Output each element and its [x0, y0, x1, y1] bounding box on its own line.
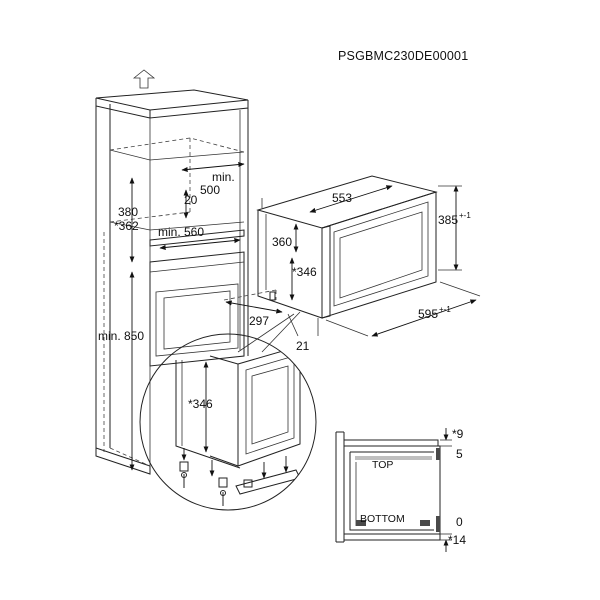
detail-circle [139, 333, 317, 511]
screw-icon [181, 472, 187, 488]
microwave-dimensions [225, 185, 481, 337]
label-9: *9 [452, 427, 464, 441]
label-595: 595 [418, 307, 438, 321]
foot-icon [218, 477, 228, 488]
label-346-detail: *346 [188, 397, 213, 411]
label-min850: min. 850 [98, 329, 144, 343]
cabinet-dimensions [129, 162, 245, 471]
up-arrow-icon [132, 69, 156, 89]
label-0: 0 [456, 515, 463, 529]
label-380: 380 [118, 205, 138, 219]
label-297: 297 [249, 314, 269, 328]
label-bottom: BOTTOM [360, 513, 405, 525]
label-21: 21 [296, 339, 310, 353]
label-14: *14 [448, 533, 466, 547]
foot-icon [179, 461, 189, 472]
label-20: 20 [184, 193, 198, 207]
label-595-tol: +-1 [439, 305, 451, 314]
label-min560: min. 560 [158, 225, 204, 239]
detail-leader [261, 311, 301, 353]
label-top: TOP [372, 459, 393, 471]
label-553: 553 [332, 191, 352, 205]
label-385-tol: +-1 [459, 211, 471, 220]
label-360: 360 [272, 235, 292, 249]
label-385: 385 [438, 213, 458, 227]
tall-cabinet [95, 89, 249, 475]
section-detail [335, 428, 452, 552]
document-code: PSGBMC230DE00001 [338, 49, 468, 63]
label-min500-a: min. [212, 170, 235, 184]
label-362: *362 [114, 219, 139, 233]
label-min500-b: 500 [200, 183, 220, 197]
label-5: 5 [456, 447, 463, 461]
label-346-top: *346 [292, 265, 317, 279]
microwave-unit [223, 175, 438, 319]
screw-icon [220, 490, 226, 506]
